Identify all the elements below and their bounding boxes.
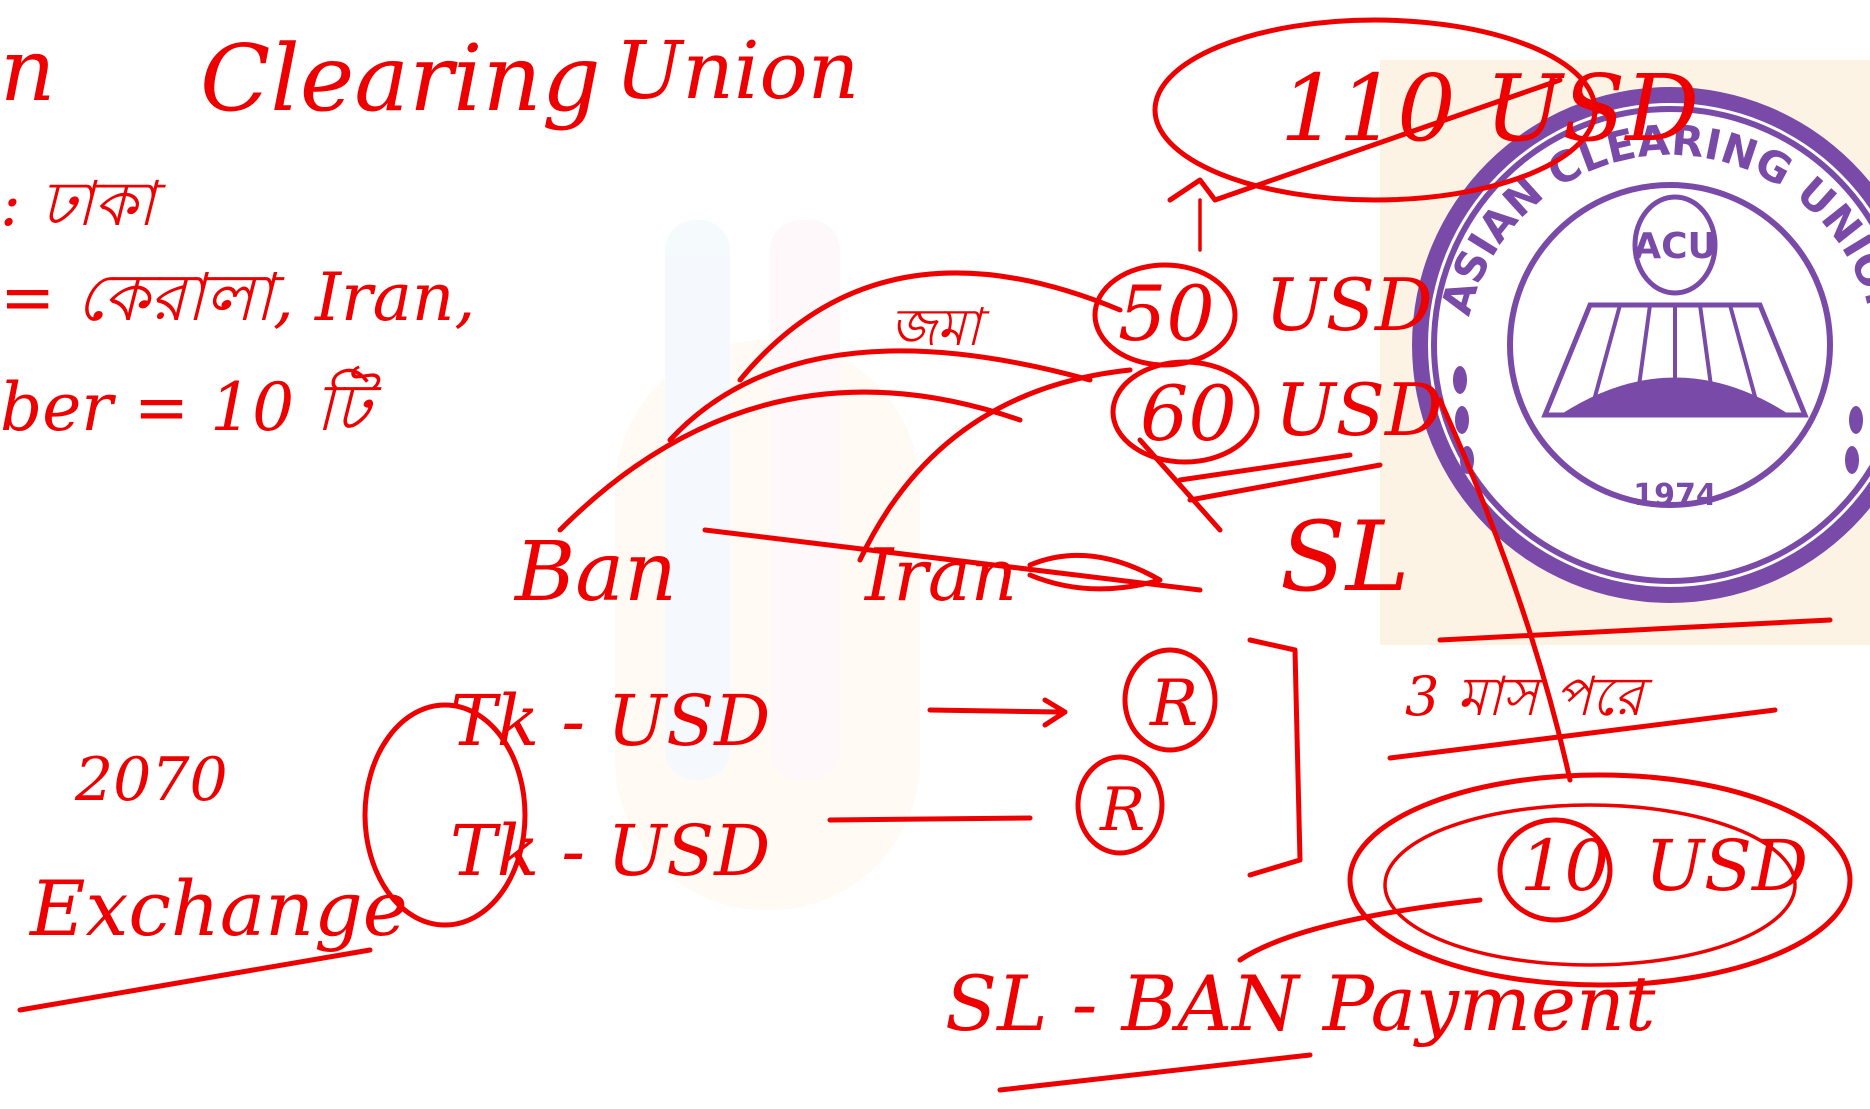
note-line-2: = কেরালা, Iran, [0, 259, 475, 336]
arrow-curve-1 [737, 270, 1123, 383]
logo-outer-circle [1428, 103, 1870, 587]
exchange-year: 2070 [74, 745, 228, 815]
period-note-bn: 3 মাস পরে [1405, 665, 1653, 728]
country-iran: Iran [863, 533, 1017, 617]
settled-circle-outer [1347, 772, 1853, 988]
payment-caption: SL - BAN Payment [945, 959, 1656, 1048]
line-row-2 [827, 815, 1033, 823]
amount-60-unit: USD [1275, 368, 1443, 452]
arrow-curve-4 [857, 367, 1133, 563]
title-word-clearing: Clearing [200, 25, 601, 132]
logo-abbr: ACU [1633, 226, 1717, 267]
exchange-row-1: Tk - USD [450, 680, 770, 762]
title-word-union: Union [615, 24, 859, 117]
amount-50-unit: USD [1265, 263, 1433, 347]
exchange-circle [362, 702, 528, 928]
note-line-3: ber = 10 টি [0, 365, 382, 446]
total-amount: 110 USD [1280, 55, 1699, 162]
marker-circle-1 [1122, 647, 1218, 753]
total-underline [1167, 77, 1563, 203]
logo-year: 1974 [1633, 478, 1717, 513]
country-ban: Ban [513, 525, 677, 620]
arrow-row-1 [927, 707, 1063, 715]
settled-amount: 10 [1520, 825, 1609, 907]
exchange-row-2: Tk - USD [450, 810, 770, 892]
country-sl: SL [1280, 501, 1410, 613]
scribble [1027, 552, 1163, 592]
strike-line [702, 527, 1203, 593]
marker-1: R [1149, 667, 1198, 741]
marker-2: R [1099, 775, 1145, 845]
settled-unit: USD [1645, 825, 1808, 907]
logo-abbr-badge [1632, 194, 1718, 296]
acu-logo: ASIAN CLEARING UNION ACU 1974 [1380, 60, 1870, 645]
amount-60: 60 [1140, 369, 1237, 458]
arrow-curve-3 [557, 389, 1023, 533]
bracket [1247, 637, 1303, 878]
settled-amount-circle [1497, 817, 1613, 923]
settled-circle-inner [1383, 803, 1797, 967]
amount-60-circle [1110, 359, 1260, 465]
marker-circle-2 [1075, 754, 1165, 856]
logo-inner-circle [1507, 182, 1833, 508]
title-fragment: n [0, 21, 55, 121]
exchange-label: Exchange [28, 864, 408, 953]
payment-underline [997, 1052, 1313, 1093]
total-amount-circle [1152, 17, 1598, 203]
exchange-underline [17, 947, 373, 1013]
note-deposit-bn: জমা [890, 298, 990, 358]
amount-50: 50 [1118, 269, 1215, 358]
note-line-1: : ঢাকা [0, 167, 166, 240]
arrow-down [1437, 397, 1573, 783]
logo-book-icon [1541, 302, 1809, 418]
arrow-curve-2 [667, 348, 1093, 443]
